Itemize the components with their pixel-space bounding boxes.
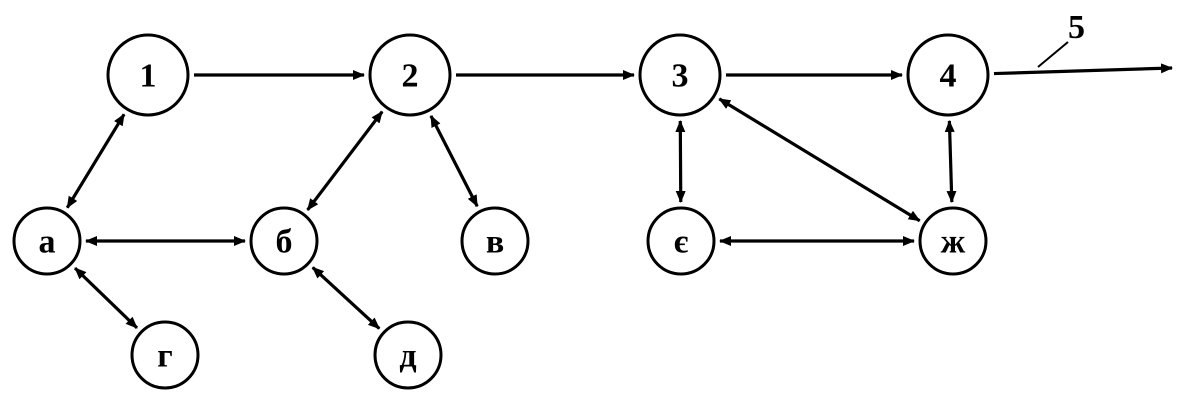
edge-na-ng	[73, 266, 139, 330]
node-label: д	[399, 338, 416, 375]
node-n3: 3	[638, 33, 722, 117]
node-circle	[249, 206, 319, 276]
node-circle	[12, 206, 82, 276]
node-label: ж	[941, 224, 966, 261]
node-n2: 2	[368, 33, 452, 117]
node-label: 1	[140, 58, 157, 95]
edge-nb-nd	[311, 266, 381, 330]
node-nb: б	[249, 206, 319, 276]
node-label: 4	[940, 58, 957, 95]
node-circle	[646, 206, 716, 276]
node-label: в	[486, 224, 504, 261]
node-circle	[130, 320, 200, 390]
edge-n2-nv	[429, 115, 479, 208]
node-circle	[460, 206, 530, 276]
node-na: а	[12, 206, 82, 276]
output-annotation: 5	[1037, 9, 1085, 68]
node-nd: д	[373, 320, 443, 390]
node-nv: в	[460, 206, 530, 276]
edges-layer	[65, 63, 1173, 330]
node-label: 3	[672, 58, 689, 95]
node-ne: є	[646, 206, 716, 276]
node-circle	[918, 206, 988, 276]
edge-n4-out	[993, 63, 1173, 76]
node-label: є	[674, 224, 689, 261]
node-ng: г	[130, 320, 200, 390]
node-circle	[906, 33, 990, 117]
node-n4: 4	[906, 33, 990, 117]
edge-n2-nb	[306, 110, 384, 211]
node-label: г	[157, 338, 172, 375]
node-n1: 1	[106, 33, 190, 117]
edge-n3-nzh	[718, 97, 921, 223]
output-label-leader	[1037, 41, 1069, 68]
node-circle	[373, 320, 443, 390]
node-circle	[106, 33, 190, 117]
edge-n1-na	[65, 113, 126, 209]
output-label: 5	[1068, 9, 1085, 46]
node-circle	[368, 33, 452, 117]
node-label: а	[39, 224, 56, 261]
node-nzh: ж	[918, 206, 988, 276]
nodes-layer: 1 2 3 4 а б в г д є ж	[12, 33, 990, 390]
node-label: б	[276, 224, 293, 261]
node-circle	[638, 33, 722, 117]
node-label: 2	[402, 58, 419, 95]
edge-n4-nzh	[944, 119, 957, 204]
